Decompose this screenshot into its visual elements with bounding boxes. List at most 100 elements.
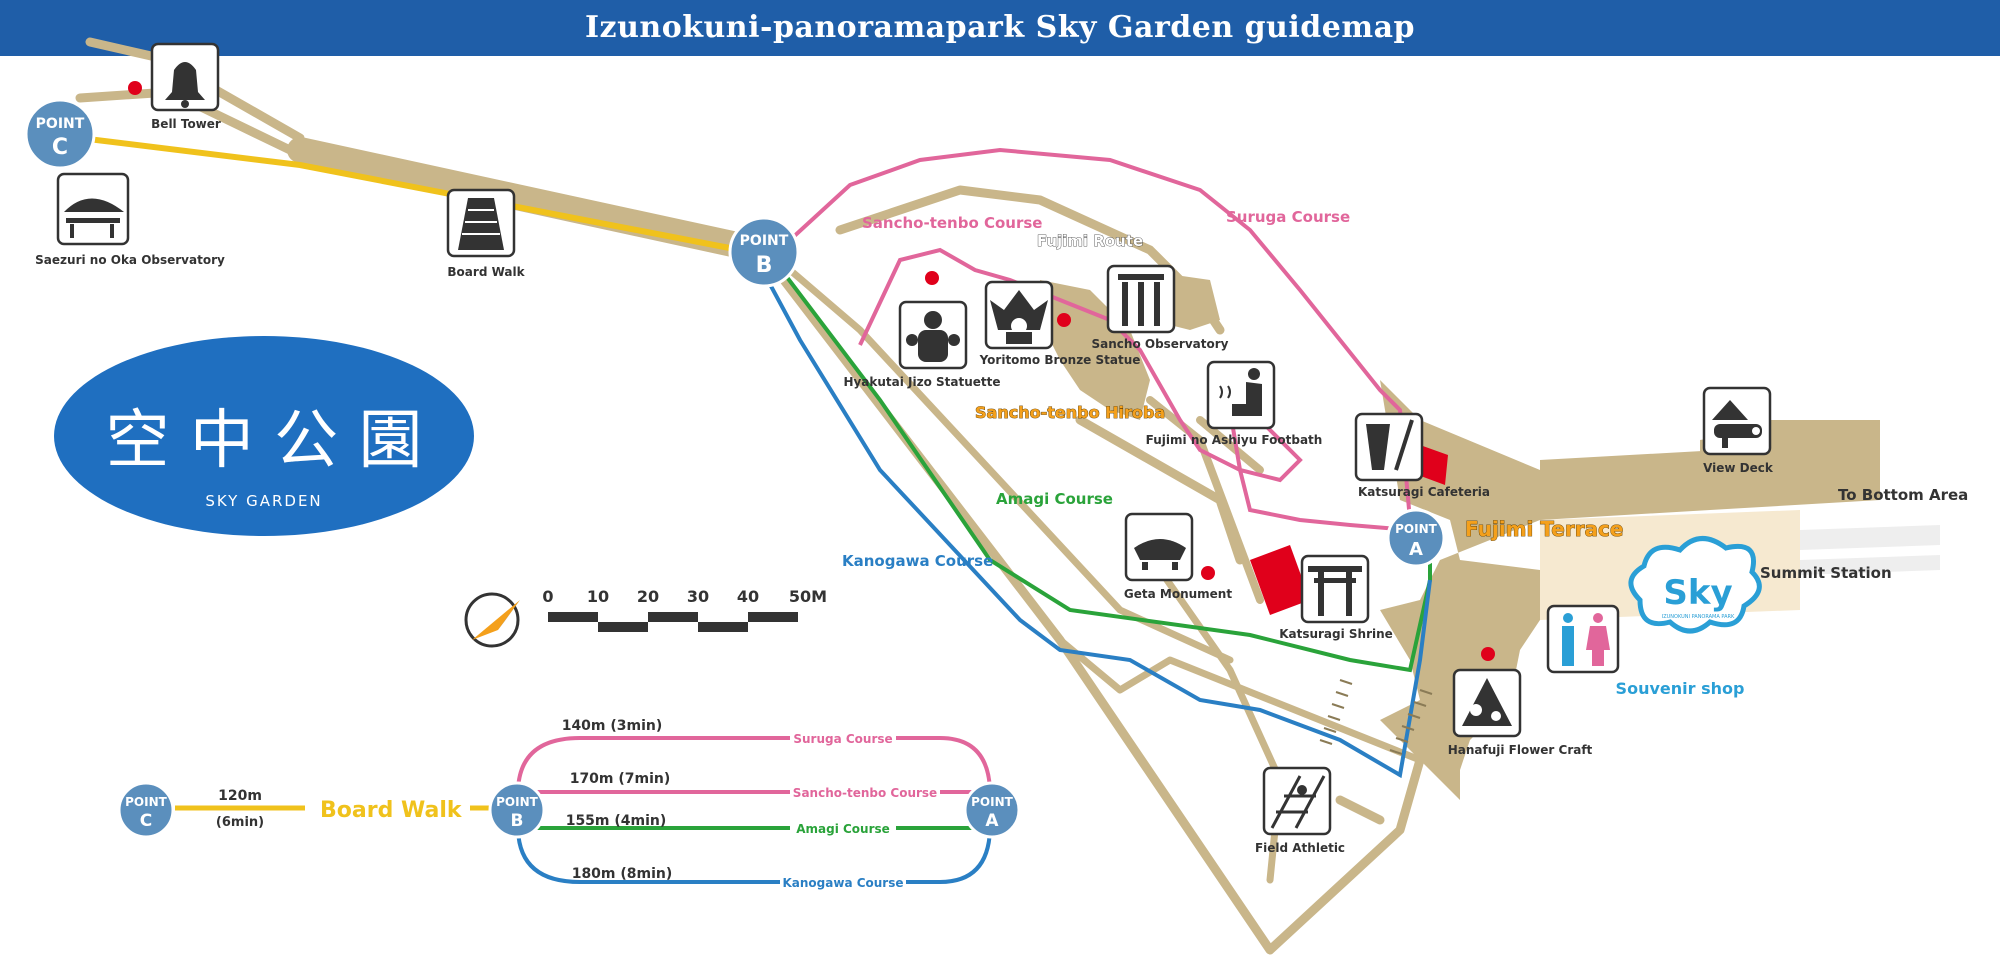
amagi-course-label: Amagi Course — [996, 490, 1113, 508]
sancho-hiroba-label: Sancho-tenbo Hiroba — [975, 403, 1165, 422]
saezuri-facility[interactable]: Saezuri no Oka Observatory — [35, 172, 225, 267]
tower-icon — [1118, 274, 1164, 326]
scale-tick-label: 50M — [789, 587, 827, 606]
scale-tick-label: 40 — [737, 587, 759, 606]
scale-segment — [598, 622, 648, 632]
bell-tower-facility[interactable]: Bell Tower — [150, 42, 221, 131]
hanafuji-label: Hanafuji Flower Craft — [1448, 743, 1593, 757]
boardwalk-legend-label: Board Walk — [320, 798, 463, 823]
geta-label: Geta Monument — [1124, 587, 1232, 601]
hyakutai-label: Hyakutai Jizo Statuette — [843, 375, 1000, 389]
footbath-icon — [1219, 368, 1262, 416]
observatory-icon — [64, 198, 124, 238]
legend-point-c: POINT C — [117, 781, 175, 839]
field-athletic-label: Field Athletic — [1255, 841, 1345, 855]
bronze-statue-icon — [990, 290, 1048, 344]
legend-point-a: POINT A — [963, 781, 1021, 839]
scale-segment — [648, 612, 698, 622]
point-c-marker[interactable]: POINT C — [24, 98, 96, 170]
scale-tick-label: 20 — [637, 587, 659, 606]
scale-segment — [748, 612, 798, 622]
sancho-obs-label: Sancho Observatory — [1092, 337, 1229, 351]
shrine-red-block — [1250, 545, 1310, 615]
viewer-binocular-icon — [1712, 400, 1762, 448]
yoritomo-label: Yoritomo Bronze Statue — [979, 353, 1141, 367]
flower-craft-icon — [1462, 678, 1512, 726]
red-dot-hyakutai — [925, 271, 939, 285]
cafeteria-label: Katsuragi Cafeteria — [1358, 485, 1490, 499]
point-b-marker[interactable]: POINT B — [728, 216, 800, 288]
amagi-legend-label: Amagi Course — [796, 822, 890, 836]
station-track-2 — [1800, 555, 1940, 575]
kanogawa-info: 180m (8min) — [572, 866, 673, 882]
sancho-obs-facility[interactable]: Sancho Observatory — [1092, 264, 1229, 351]
ashiyu-label: Fujimi no Ashiyu Footbath — [1146, 433, 1323, 447]
logo-kanji: 空 中 公 園 — [105, 404, 422, 478]
restroom-facility[interactable] — [1546, 604, 1620, 674]
legend-point-b-top: POINT — [496, 795, 539, 809]
legend-point-a-top: POINT — [971, 795, 1014, 809]
kanogawa-legend-label: Kanogawa Course — [782, 876, 903, 890]
red-dot-hanafuji — [1481, 647, 1495, 661]
kanogawa-course-line — [763, 274, 1432, 779]
legend-point-c-letter: C — [140, 811, 152, 831]
yoritomo-facility[interactable]: Yoritomo Bronze Statue — [979, 280, 1141, 367]
hyakutai-facility[interactable]: Hyakutai Jizo Statuette — [843, 300, 1001, 389]
header-bar: Izunokuni-panoramapark Sky Garden guidem… — [0, 0, 2000, 56]
shrine-label: Katsuragi Shrine — [1279, 627, 1393, 641]
red-dot-yoritomo — [1057, 313, 1071, 327]
amagi-info: 155m (4min) — [566, 813, 667, 829]
bell-tower-label: Bell Tower — [151, 117, 221, 131]
souvenir-label: Souvenir shop — [1616, 679, 1745, 698]
legend-point-c-top: POINT — [125, 795, 168, 809]
sky-logo-text: Sky — [1663, 573, 1732, 613]
to-bottom-label: To Bottom Area — [1838, 486, 1968, 504]
point-a-top: POINT — [1395, 522, 1438, 536]
suruga-info: 140m (3min) — [562, 718, 663, 734]
scale-bar: 0 10 20 30 40 50M — [542, 587, 827, 632]
station-track — [1800, 525, 1940, 550]
fujimi-terrace-label: Fujimi Terrace — [1465, 517, 1623, 541]
suruga-course-label: Suruga Course — [1226, 208, 1350, 226]
fujimi-route-label: Fujimi Route — [1037, 232, 1143, 250]
restroom-icon — [1562, 613, 1610, 666]
scale-tick-label: 0 — [542, 587, 553, 606]
point-b-letter: B — [756, 253, 773, 278]
boardwalk-icon — [458, 198, 504, 250]
bell-icon — [165, 62, 205, 108]
geta-facility[interactable]: Geta Monument — [1124, 512, 1232, 601]
suruga-legend-label: Suruga Course — [793, 732, 892, 746]
red-dot-geta — [1201, 566, 1215, 580]
scale-tick-label: 30 — [687, 587, 709, 606]
athletic-climb-icon — [1270, 775, 1326, 829]
point-b-top: POINT — [740, 233, 789, 249]
jizo-statue-icon — [906, 311, 960, 362]
cafeteria-icon — [1366, 419, 1414, 471]
amagi-course-line — [778, 266, 1432, 673]
torii-gate-icon — [1308, 566, 1362, 616]
board-walk-facility[interactable]: Board Walk — [446, 188, 526, 279]
shrine-facility[interactable]: Katsuragi Shrine — [1279, 554, 1393, 641]
legend-point-b-letter: B — [511, 811, 524, 831]
view-deck-label: View Deck — [1703, 461, 1774, 475]
cafeteria-facility[interactable]: Katsuragi Cafeteria — [1354, 412, 1490, 499]
course-legend: 120m (6min) Board Walk 140m (3min) Surug… — [117, 718, 1021, 890]
scale-segment — [548, 612, 598, 622]
hanafuji-facility[interactable]: Hanafuji Flower Craft — [1448, 668, 1593, 757]
geta-sandal-icon — [1134, 539, 1186, 570]
sky-logo[interactable]: Sky IZUNOKUNI PANORAMA PARK — [1628, 536, 1762, 634]
field-athletic-facility[interactable]: Field Athletic — [1255, 766, 1345, 855]
scale-segment — [698, 622, 748, 632]
boardwalk-course-line — [79, 135, 741, 253]
sky-logo-small: IZUNOKUNI PANORAMA PARK — [1662, 614, 1735, 620]
sancho-course-line — [858, 247, 1411, 532]
point-a-marker[interactable]: POINT A — [1386, 508, 1446, 568]
legend-point-b: POINT B — [488, 781, 546, 839]
ashiyu-facility[interactable]: Fujimi no Ashiyu Footbath — [1146, 360, 1323, 447]
legend-point-a-letter: A — [985, 811, 999, 831]
scale-tick-label: 10 — [587, 587, 609, 606]
view-deck-facility[interactable]: View Deck — [1702, 386, 1774, 475]
stairs-2 — [1389, 689, 1433, 755]
suruga-course-line — [788, 147, 1412, 521]
